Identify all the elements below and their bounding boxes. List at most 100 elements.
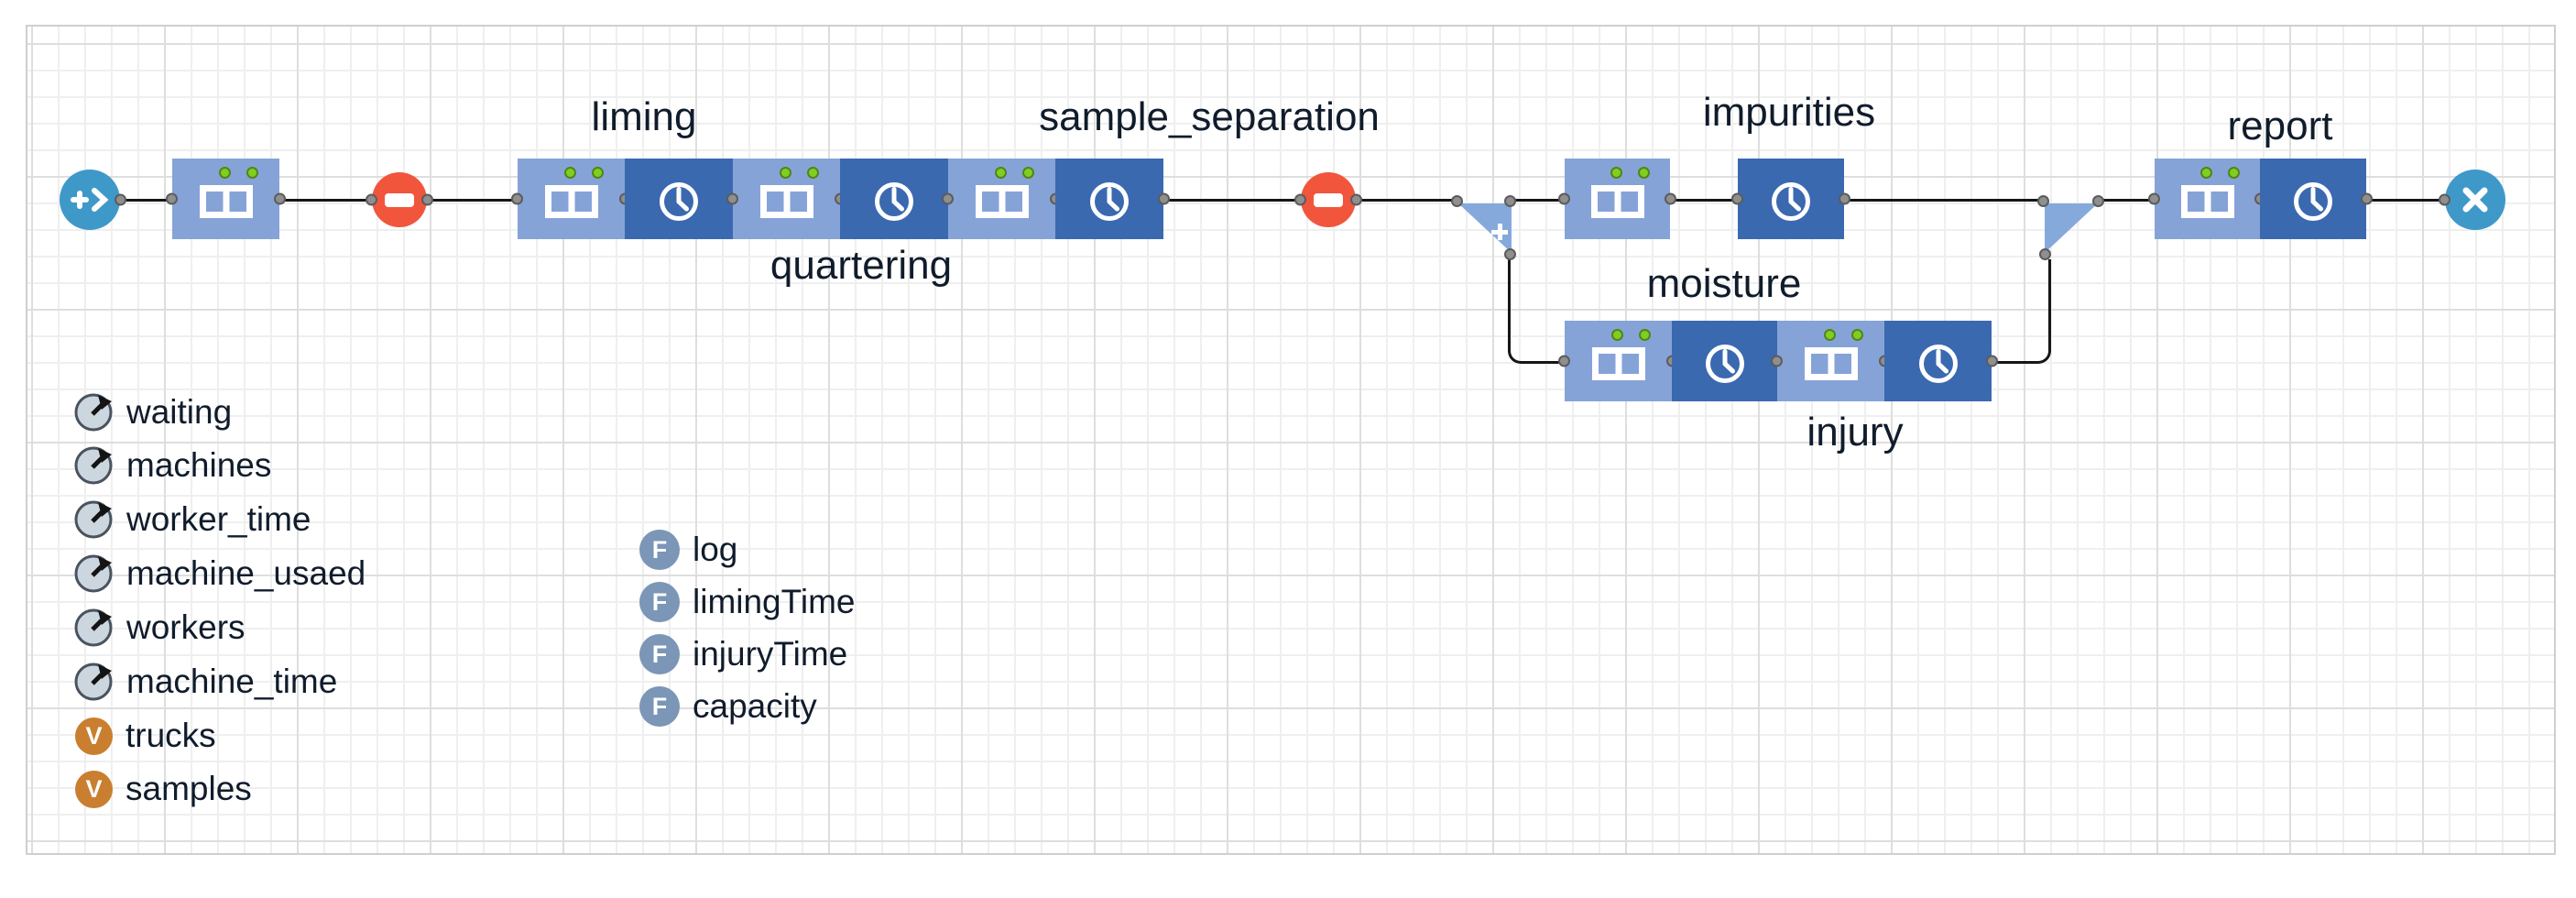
palette-item-waiting[interactable]: waiting xyxy=(73,389,232,436)
connector-split-to-moisture[interactable] xyxy=(1508,259,1568,364)
port-in[interactable] xyxy=(1731,192,1743,205)
clock-icon xyxy=(660,182,698,221)
connector[interactable] xyxy=(1353,199,1460,202)
port-out[interactable] xyxy=(2361,192,2373,205)
port-in[interactable] xyxy=(1294,193,1306,206)
status-dots xyxy=(563,167,604,179)
port-in[interactable] xyxy=(166,192,178,205)
palette-item-machine-usaed[interactable]: machine_usaed xyxy=(73,550,366,597)
function-item-log[interactable]: F log xyxy=(639,526,737,574)
port-in[interactable] xyxy=(1558,355,1570,367)
seize-block-moisture[interactable] xyxy=(1558,321,1678,401)
function-item-limingtime[interactable]: F limingTime xyxy=(639,578,855,626)
palette-item-machines[interactable]: machines xyxy=(73,442,271,489)
connector[interactable] xyxy=(1162,199,1304,202)
delay-block-sample-separation[interactable] xyxy=(1055,159,1170,239)
palette-item-label: trucks xyxy=(126,717,216,754)
connector[interactable] xyxy=(120,199,174,202)
seize-block-injury[interactable] xyxy=(1771,321,1891,401)
split-port-out-copy[interactable] xyxy=(1504,248,1516,260)
clock-icon xyxy=(1918,345,1958,383)
connector[interactable] xyxy=(2096,199,2156,202)
status-dots xyxy=(1610,167,1650,179)
stopwatch-icon xyxy=(74,554,113,593)
port-in[interactable] xyxy=(2148,192,2160,205)
status-dots xyxy=(994,167,1034,179)
function-icon: F xyxy=(639,686,680,727)
function-item-capacity[interactable]: F capacity xyxy=(639,683,817,730)
delay-block-moisture[interactable] xyxy=(1672,321,1784,401)
seize-grid-icon xyxy=(759,185,813,218)
palette-item-label: machine_usaed xyxy=(126,554,366,592)
restricted-area-end-block[interactable] xyxy=(1294,172,1362,227)
function-item-label: injuryTime xyxy=(693,635,848,673)
seize-block-impurities[interactable] xyxy=(1558,159,1676,239)
connector[interactable] xyxy=(424,199,519,202)
palette-item-worker-time[interactable]: worker_time xyxy=(73,496,311,543)
label-quartering: quartering xyxy=(770,243,953,288)
seize-grid-icon xyxy=(2180,185,2234,218)
port-in[interactable] xyxy=(726,192,738,205)
port-out[interactable] xyxy=(1986,355,1998,367)
seize-block-liming[interactable] xyxy=(511,159,631,239)
palette-item-samples[interactable]: V samples xyxy=(75,765,252,813)
seize-block-quartering[interactable] xyxy=(726,159,846,239)
palette-item-workers[interactable]: workers xyxy=(73,604,246,652)
connector[interactable] xyxy=(1510,199,1566,202)
seize-block-report[interactable] xyxy=(2148,159,2266,239)
clock-icon xyxy=(1705,345,1744,383)
palette-item-machine-time[interactable]: machine_time xyxy=(73,658,337,706)
function-icon: F xyxy=(639,530,680,570)
merge-port-in-branch[interactable] xyxy=(2039,248,2051,260)
function-icon: F xyxy=(639,634,680,674)
stopwatch-icon xyxy=(74,500,113,539)
port-out[interactable] xyxy=(1158,192,1170,205)
port-out[interactable] xyxy=(421,193,433,206)
port-in[interactable] xyxy=(1771,355,1783,367)
seize-grid-icon xyxy=(975,185,1029,218)
split-port-in[interactable] xyxy=(1451,195,1463,207)
exit-block[interactable] xyxy=(2439,170,2505,230)
port-in[interactable] xyxy=(942,192,954,205)
function-item-injurytime[interactable]: F injuryTime xyxy=(639,630,847,678)
connector[interactable] xyxy=(2364,199,2447,202)
port-out[interactable] xyxy=(1839,192,1850,205)
exit-x-icon xyxy=(2462,187,2488,213)
delay-block-liming[interactable] xyxy=(625,159,739,239)
connector[interactable] xyxy=(278,199,375,202)
delay-block-injury[interactable] xyxy=(1884,321,1998,401)
status-dots xyxy=(1823,329,1863,341)
port-out[interactable] xyxy=(115,193,126,206)
seize-block[interactable] xyxy=(166,159,286,239)
delay-block-report[interactable] xyxy=(2260,159,2373,239)
label-moisture: moisture xyxy=(1646,261,1802,306)
port-in[interactable] xyxy=(511,192,523,205)
port-out[interactable] xyxy=(1665,192,1676,205)
port-in[interactable] xyxy=(1558,192,1570,205)
delay-block-impurities[interactable] xyxy=(1731,159,1850,239)
seize-block-sample-separation[interactable] xyxy=(942,159,1062,239)
split-port-out[interactable] xyxy=(1504,195,1516,207)
clock-icon xyxy=(875,182,913,221)
delay-block-quartering[interactable] xyxy=(840,159,955,239)
merge-port-in[interactable] xyxy=(2037,195,2049,207)
port-out[interactable] xyxy=(274,192,286,205)
clock-icon xyxy=(1090,182,1129,221)
port-in[interactable] xyxy=(366,193,377,206)
palette-item-trucks[interactable]: V trucks xyxy=(75,712,216,760)
diagram-canvas[interactable] xyxy=(26,25,2556,855)
seize-grid-icon xyxy=(544,185,598,218)
port-in[interactable] xyxy=(2439,193,2450,206)
label-report: report xyxy=(2227,104,2333,148)
function-item-label: limingTime xyxy=(693,583,856,620)
enter-block[interactable] xyxy=(60,170,126,230)
restricted-area-start-block[interactable] xyxy=(366,172,433,227)
connector[interactable] xyxy=(1842,199,2047,202)
port-out[interactable] xyxy=(1350,193,1362,206)
merge-port-out[interactable] xyxy=(2092,195,2104,207)
connector[interactable] xyxy=(1668,199,1740,202)
palette-item-label: worker_time xyxy=(126,500,311,538)
connector-injury-to-merge[interactable] xyxy=(1992,259,2051,364)
split-plus-icon xyxy=(1491,224,1508,240)
